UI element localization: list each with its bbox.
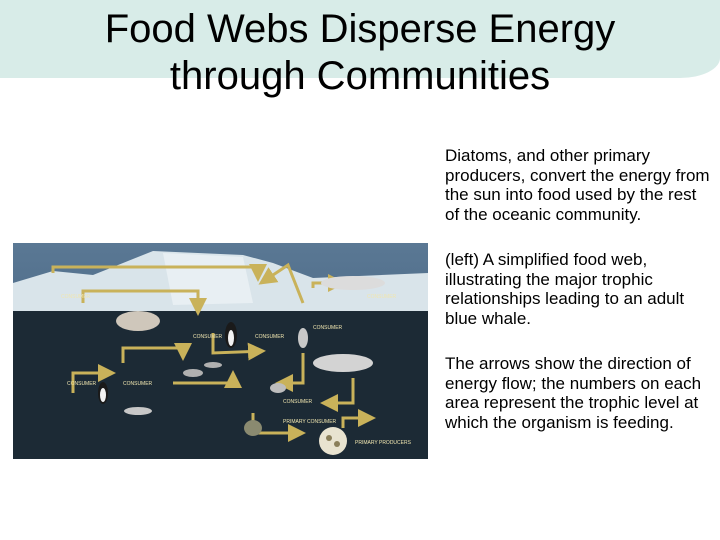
figure-label-1: CONSUMER <box>61 294 91 300</box>
slide-title-line-1: Food Webs Disperse Energy <box>104 7 616 51</box>
figure-label-3: CONSUMER <box>255 334 285 340</box>
figure-label-9: PRIMARY CONSUMER <box>283 419 337 425</box>
figure-label-2: CONSUMER <box>193 334 223 340</box>
figure-label-6: CONSUMER <box>67 381 97 387</box>
figure-label-8: CONSUMER <box>283 399 313 405</box>
figure-label-4: CONSUMER <box>313 325 343 331</box>
figure-label-5: CONSUMER <box>367 294 397 300</box>
text-column: Diatoms, and other primary producers, co… <box>445 146 710 458</box>
paragraph-food-web: (left) A simplified food web, illustrati… <box>445 250 685 328</box>
paragraph-arrows: The arrows show the direction of energy … <box>445 354 702 432</box>
figure-label-10: PRIMARY PRODUCERS <box>355 440 412 446</box>
food-web-image: CONSUMER CONSUMER CONSUMER CONSUMER CONS… <box>13 243 428 459</box>
title-band <box>0 0 720 78</box>
figure-label-7: CONSUMER <box>123 381 153 387</box>
slide-title-line-2: through Communities <box>169 54 551 98</box>
slide-title: Food Webs Disperse Energy through Commun… <box>0 6 720 100</box>
paragraph-diatoms: Diatoms, and other primary producers, co… <box>445 146 710 224</box>
